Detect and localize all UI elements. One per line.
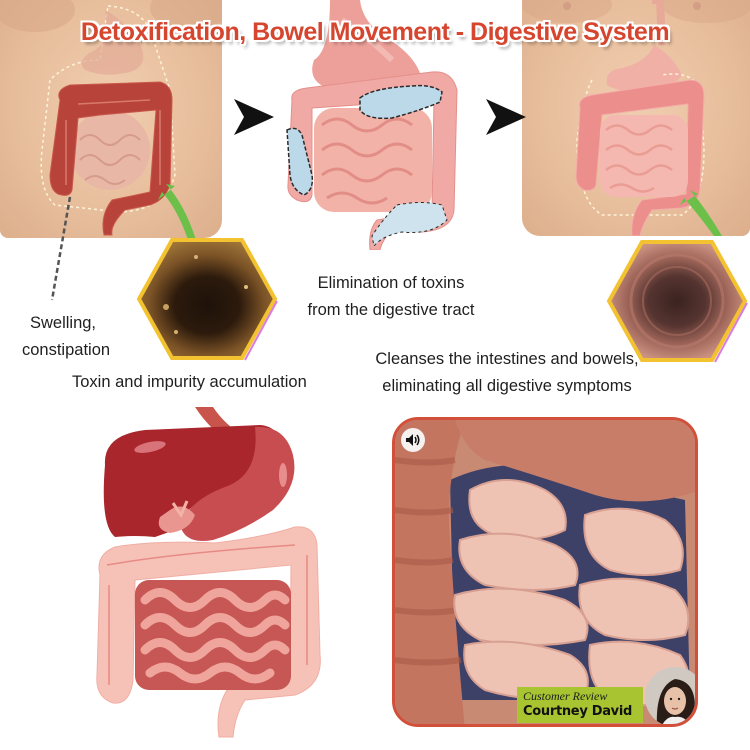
healthy-intestine-illustration bbox=[522, 0, 750, 236]
arrow-right-icon bbox=[234, 99, 274, 135]
cleanses-caption-line2: eliminating all digestive symptoms bbox=[382, 377, 632, 395]
speaker-volume-icon bbox=[406, 434, 420, 446]
customer-review-video[interactable]: Customer Review Courtney David bbox=[392, 417, 698, 727]
swelling-caption: Swelling, constipation bbox=[22, 310, 110, 364]
elimination-caption: Elimination of toxins from the digestive… bbox=[296, 270, 486, 324]
customer-review-badge: Customer Review Courtney David bbox=[517, 687, 643, 723]
cleanses-caption: Cleanses the intestines and bowels, elim… bbox=[362, 346, 652, 400]
before-torso-illustration bbox=[0, 0, 222, 238]
digestive-system-illustration bbox=[95, 405, 335, 745]
dirty-colon-hexagon-image bbox=[136, 237, 278, 361]
cleanses-caption-line1: Cleanses the intestines and bowels, bbox=[375, 350, 639, 368]
sound-toggle-button[interactable] bbox=[401, 428, 425, 452]
review-label: Customer Review bbox=[523, 689, 608, 703]
elimination-caption-line1: Elimination of toxins bbox=[317, 274, 465, 292]
elimination-caption-line2: from the digestive tract bbox=[307, 301, 475, 319]
after-torso-illustration bbox=[522, 0, 750, 236]
page-title: Detoxification, Bowel Movement - Digesti… bbox=[80, 18, 670, 46]
swelling-caption-line2: constipation bbox=[22, 341, 111, 359]
detox-intestine-illustration bbox=[282, 0, 468, 250]
swelling-caption-line1: Swelling, bbox=[29, 314, 97, 332]
intestine-3d-video-frame bbox=[395, 420, 695, 724]
swelling-pointer-line bbox=[50, 196, 72, 301]
inflamed-colon-illustration bbox=[0, 0, 222, 238]
clean-colon-hexagon-image bbox=[606, 239, 748, 363]
arrow-right-icon bbox=[486, 99, 526, 135]
toxin-accumulation-caption: Toxin and impurity accumulation bbox=[72, 373, 307, 391]
reviewer-name: Courtney David bbox=[523, 704, 633, 719]
reviewer-avatar bbox=[645, 667, 695, 724]
